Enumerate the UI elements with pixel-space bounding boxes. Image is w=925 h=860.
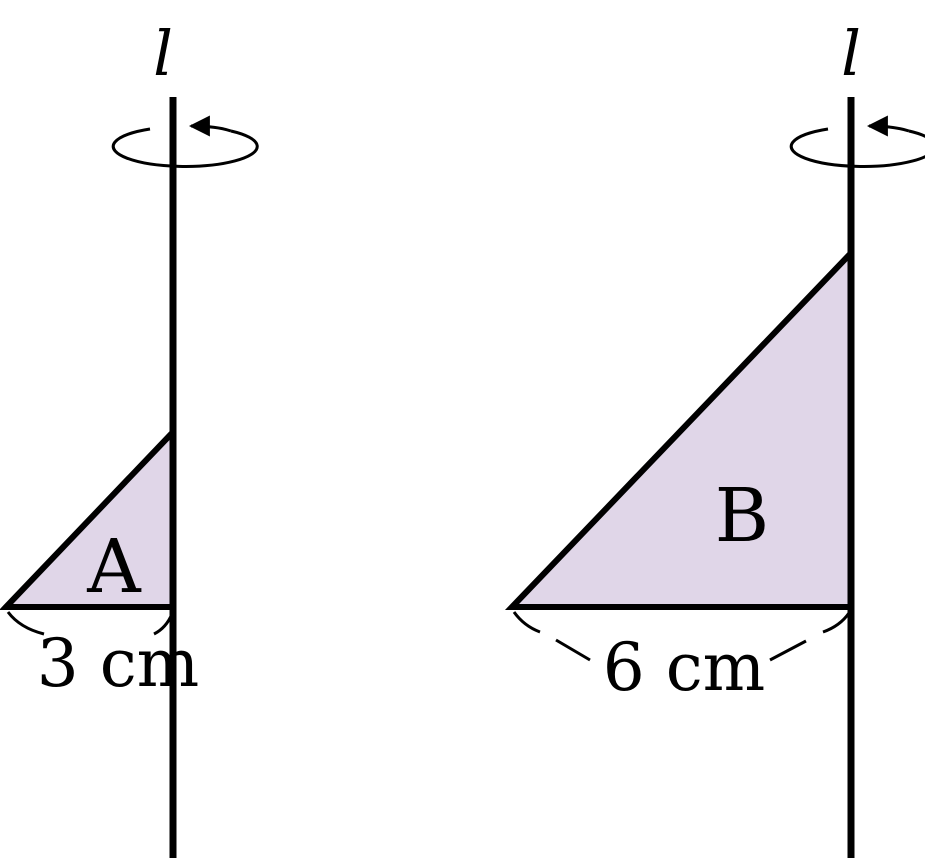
axis-label-left: l [153, 17, 173, 90]
measure-brace-left [6, 611, 174, 636]
figure-right: l B 6 cm [504, 17, 925, 858]
triangle-b [504, 245, 854, 610]
measure-brace-right [512, 611, 851, 662]
measure-label-right: 6 cm [603, 629, 766, 706]
axis-label-right: l [841, 17, 861, 90]
rotation-arrow-icon [111, 115, 259, 168]
measure-label-left: 3 cm [37, 625, 200, 702]
shape-label-b: B [715, 473, 769, 559]
rotation-arrow-icon [789, 115, 925, 168]
figure-left: l A 3 cm [0, 17, 259, 858]
shape-label-a: A [86, 524, 142, 610]
